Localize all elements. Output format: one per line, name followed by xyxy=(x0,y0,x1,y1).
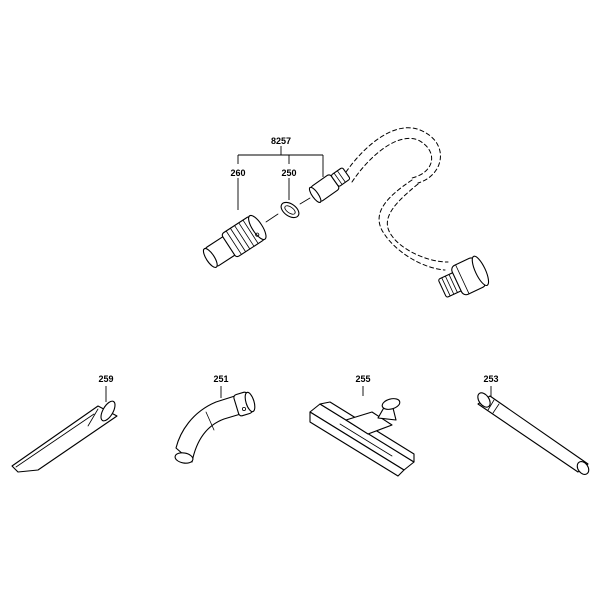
callout-251: 251 xyxy=(213,374,228,384)
callout-259: 259 xyxy=(98,374,113,384)
floor-nozzle-part xyxy=(309,398,415,477)
crevice-nozzle-part xyxy=(11,400,118,473)
callout-8257: 8257 xyxy=(271,136,291,146)
kit-bracket xyxy=(237,146,324,210)
hose-part xyxy=(308,127,490,298)
callout-260: 260 xyxy=(230,168,245,178)
callout-253: 253 xyxy=(483,374,498,384)
ring-part xyxy=(280,197,311,219)
callout-250: 250 xyxy=(281,168,296,178)
adapter-part xyxy=(202,213,279,269)
extension-tube-part xyxy=(477,392,590,475)
bent-tube-part xyxy=(174,391,256,464)
callout-255: 255 xyxy=(355,374,370,384)
